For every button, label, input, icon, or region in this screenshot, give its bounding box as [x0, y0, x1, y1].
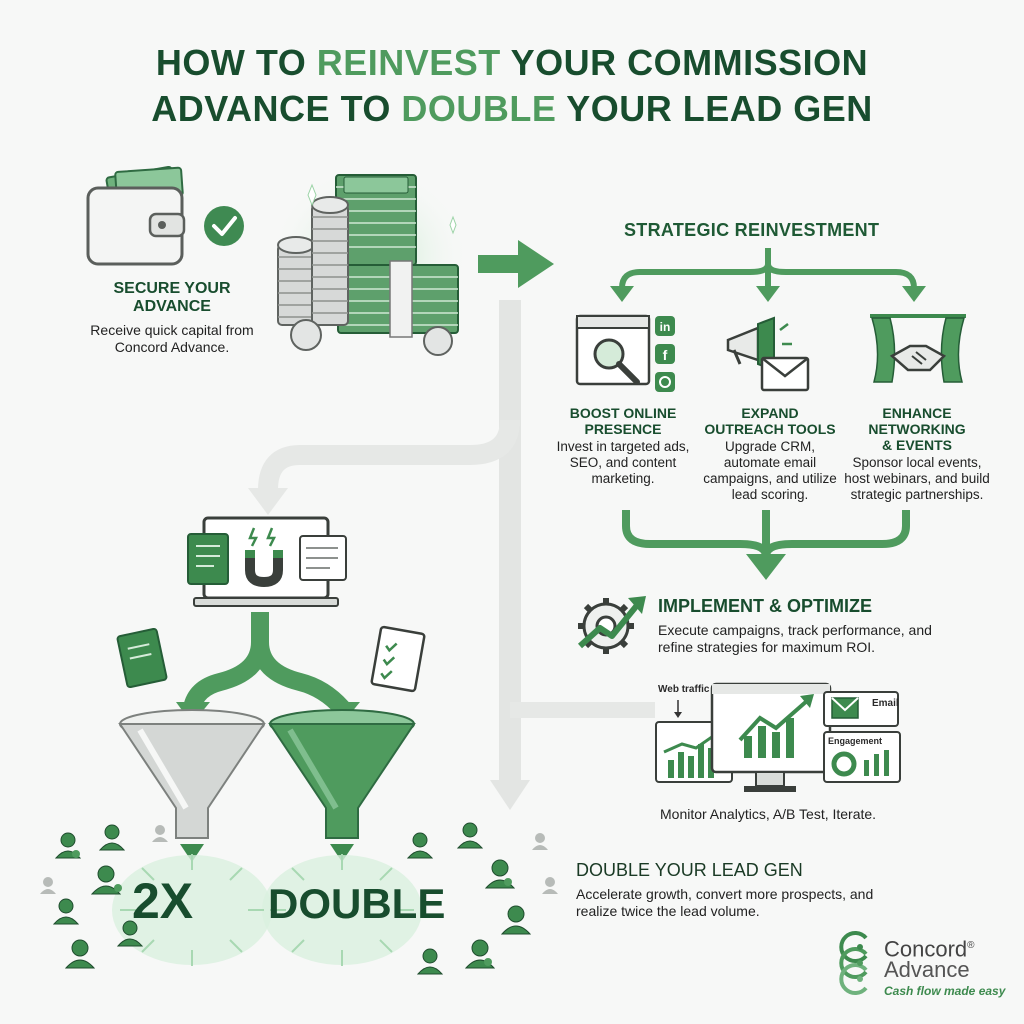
money-stack-icon — [270, 165, 470, 356]
email-label: Email — [872, 698, 899, 709]
person-icon — [116, 920, 144, 947]
double-lead-heading: DOUBLE YOUR LEAD GEN — [576, 860, 803, 880]
branch-left-arrow — [258, 419, 520, 491]
person-icon — [52, 898, 80, 925]
dashboard-graphics — [655, 682, 901, 792]
column-body: Upgrade CRM, automate email campaigns, a… — [703, 439, 837, 502]
column-heading: EXPAND OUTREACH TOOLS — [704, 405, 836, 437]
funnel-label-left: 2X — [132, 873, 194, 929]
logo-tagline: Cash flow made easy — [884, 984, 1006, 998]
person-icon — [456, 822, 484, 849]
implement-body: Execute campaigns, track performance, an… — [658, 622, 932, 655]
strategic-reinvestment-title: STRATEGIC REINVESTMENT — [624, 220, 880, 240]
svg-text:f: f — [663, 347, 668, 363]
title-highlight-double: DOUBLE — [401, 88, 557, 129]
engagement-label: Engagement — [828, 736, 883, 746]
instagram-icon — [655, 372, 675, 392]
person-icon — [484, 859, 516, 889]
person-icon — [500, 905, 532, 935]
merge-arrows-green — [622, 510, 910, 580]
column-body: Invest in targeted ads, SEO, and content… — [556, 439, 690, 486]
person-icon — [98, 824, 126, 851]
secure-advance-block: SECURE YOUR ADVANCE Receive quick capita… — [62, 280, 282, 356]
title-line-1: HOW TO REINVEST YOUR COMMISSION — [155, 42, 869, 83]
person-icon — [406, 832, 434, 859]
registered-mark: ® — [967, 940, 975, 951]
column-expand-outreach: EXPAND OUTREACH TOOLS Upgrade CRM, autom… — [695, 405, 845, 503]
title-line-2: ADVANCE TO DOUBLE YOUR LEAD GEN — [151, 88, 873, 129]
people-icons — [40, 822, 558, 975]
person-icon — [64, 939, 96, 969]
megaphone-icon — [726, 316, 810, 392]
branch-left-arrow-head — [248, 488, 288, 515]
handshake-icon — [870, 314, 966, 383]
branch-arrows-green — [610, 248, 926, 302]
funnel-graphics — [116, 612, 426, 862]
book-icon — [187, 533, 229, 585]
column-boost-online: BOOST ONLINE PRESENCE Invest in targeted… — [548, 405, 698, 487]
concord-logo-icon — [839, 931, 868, 995]
column-heading: ENHANCE NETWORKING & EVENTS — [868, 405, 966, 453]
web-traffic-label: Web traffic — [658, 684, 710, 695]
implement-heading: IMPLEMENT & OPTIMIZE — [658, 596, 872, 616]
funnel-icon — [268, 709, 416, 839]
double-lead-body: Accelerate growth, convert more prospect… — [576, 886, 874, 919]
person-icon — [90, 865, 122, 895]
linkedin-icon — [655, 316, 675, 336]
funnel-label-right: DOUBLE — [268, 880, 446, 927]
monitor-caption: Monitor Analytics, A/B Test, Iterate. — [660, 806, 877, 822]
person-icon — [464, 939, 496, 969]
trunk-arrow-head — [490, 780, 530, 810]
column-body: Sponsor local events, host webinars, and… — [844, 455, 990, 502]
secure-advance-body: Receive quick capital from Concord Advan… — [90, 322, 254, 355]
burst-glow — [112, 854, 422, 966]
facebook-icon — [655, 344, 675, 364]
title-highlight-reinvest: REINVEST — [316, 42, 501, 83]
funnel-icon — [118, 709, 266, 839]
column-enhance-networking: ENHANCE NETWORKING & EVENTS Sponsor loca… — [838, 405, 996, 503]
envelope-icon — [760, 356, 810, 392]
laptop-magnet-icon — [187, 516, 347, 607]
logo-name-line-1: Concord® — [884, 936, 975, 962]
wallet-icon — [86, 165, 244, 266]
implement-optimize-block: IMPLEMENT & OPTIMIZE Execute campaigns, … — [658, 596, 998, 656]
gear-growth-icon — [577, 596, 646, 654]
coin-icon — [277, 196, 453, 356]
clipboard-checklist-icon — [370, 625, 426, 693]
column-heading: BOOST ONLINE PRESENCE — [569, 405, 677, 437]
person-icon — [54, 832, 82, 859]
book-icon — [116, 627, 168, 689]
analytics-dashboard-icon: Web traffic Email Engagement — [648, 680, 908, 800]
person-icon — [416, 948, 444, 975]
search-browser-icon: in f — [575, 314, 675, 392]
logo-name-line-2: Advance — [884, 957, 970, 982]
page-title: HOW TO REINVEST YOUR COMMISSION ADVANCE … — [0, 40, 1024, 132]
double-lead-gen-block: DOUBLE YOUR LEAD GEN Accelerate growth, … — [576, 860, 916, 920]
svg-text:in: in — [660, 320, 671, 334]
secure-advance-heading: SECURE YOUR ADVANCE — [113, 280, 231, 315]
check-circle-icon — [204, 206, 244, 246]
green-arrow-right — [478, 240, 554, 288]
